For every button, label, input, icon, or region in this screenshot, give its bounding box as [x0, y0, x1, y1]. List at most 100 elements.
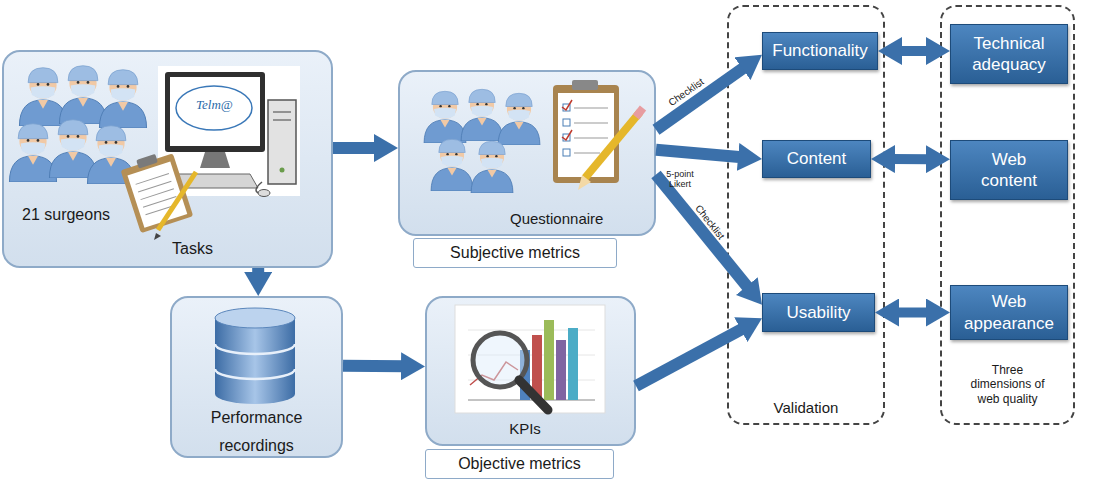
flow-arrow: [656, 66, 746, 129]
chart-bar: [532, 335, 542, 400]
node-text: Functionality: [772, 40, 867, 61]
chart-bar: [568, 328, 578, 400]
questionnaire-clipboard: [553, 80, 643, 190]
checkbox: [563, 119, 570, 126]
image-background: [158, 66, 300, 196]
surgeon-icon: [19, 68, 66, 126]
paper-line: [138, 181, 171, 192]
paper-line: [141, 189, 174, 200]
surgeon-icon: [471, 141, 513, 193]
questionnaire-panel: Questionnaire: [398, 70, 656, 236]
node-text: Questionnaire: [510, 210, 640, 228]
node-text: Technical adequacy: [967, 33, 1051, 76]
cylinder-top: [215, 308, 295, 328]
surgeon-icon: [87, 126, 134, 184]
criterion-box: Content: [762, 140, 871, 178]
surgeon-icon: [431, 139, 473, 191]
double-arrow: [891, 154, 930, 164]
pencil-tip: [154, 233, 161, 240]
pencil-tip: [578, 175, 591, 190]
pencil: [158, 172, 196, 230]
chart-axis: [468, 400, 595, 401]
monitor-bezel: [165, 72, 265, 152]
input-panel: 21 surgeonsTasks: [2, 50, 333, 268]
node-text: Subjective metrics: [450, 243, 580, 262]
clipboard-paper: [558, 93, 614, 177]
chart-bar: [556, 340, 566, 400]
computer-illustration: [158, 66, 300, 197]
power-light: [280, 168, 285, 173]
grid-line: [468, 330, 595, 331]
surgeon-icon: [99, 70, 146, 128]
flow-arrow: [636, 328, 744, 386]
mouse: [258, 190, 270, 197]
chart-line: [470, 362, 518, 385]
tasks-clipboard: [119, 149, 193, 234]
paper-line: [574, 138, 608, 139]
monitor-stand: [200, 152, 230, 168]
clipboard-clip: [572, 80, 598, 90]
metric-tag: Subjective metrics: [413, 238, 617, 268]
cylinder-body: [215, 318, 295, 394]
keyboard: [168, 174, 258, 188]
surgeon-icon: [59, 66, 106, 124]
node-text: 21 surgeons: [22, 205, 142, 224]
database-cylinder: [215, 308, 295, 404]
pencil: [585, 112, 640, 178]
cylinder-bottom: [215, 384, 295, 404]
quality-dimension-box: Web content: [950, 140, 1068, 200]
logo-ring: [176, 86, 252, 130]
grid-line: [468, 380, 595, 381]
tower-slot: [273, 111, 291, 113]
chart-bar: [520, 350, 530, 400]
node-text: Objective metrics: [458, 454, 581, 473]
surgeon-group: [9, 66, 146, 184]
chart-bar: [544, 320, 554, 400]
flow-arrow: [333, 142, 378, 154]
quality-group: Three dimensions of web quality Technical…: [940, 5, 1075, 425]
checkbox: [563, 134, 570, 141]
paper-line: [143, 196, 176, 207]
flow-arrow: [656, 175, 749, 290]
clipboard-paper: [127, 162, 187, 228]
cylinder-band: [215, 369, 295, 379]
monitor-screen: [170, 77, 260, 146]
kpi-chart-illustration: [455, 305, 605, 413]
flow-arrow: [343, 360, 405, 373]
surgeon-icon: [461, 89, 503, 141]
node-text: Content: [787, 148, 847, 169]
double-arrow: [898, 46, 930, 56]
surgeon-icon: [9, 124, 56, 182]
flow-arrow: [656, 150, 742, 158]
node-text: Validation: [729, 399, 883, 417]
paper-line: [574, 123, 608, 124]
flow-arrow: [252, 268, 264, 276]
cylinder-band: [215, 344, 295, 354]
magnifier-lens: [473, 333, 527, 387]
criterion-box: Functionality: [762, 32, 878, 70]
edge-label: Checklist: [654, 67, 718, 116]
edge-label: 5-point Likert: [659, 170, 701, 190]
quality-dimension-box: Web appearance: [950, 285, 1068, 340]
clipboard-board: [121, 153, 194, 233]
database-panel: Performance recordings: [170, 296, 343, 458]
checkbox: [563, 149, 570, 156]
surgeon-group: [424, 89, 540, 193]
check-mark: [562, 100, 572, 110]
paper-line: [574, 153, 600, 154]
node-text: KPIs: [495, 420, 555, 438]
magnifier-handle: [519, 380, 548, 410]
node-text: Three dimensions of web quality: [965, 363, 1050, 406]
criterion-box: Usability: [762, 293, 875, 332]
node-text: Web appearance: [964, 291, 1054, 334]
computer-tower: [268, 100, 296, 184]
metric-tag: Objective metrics: [425, 449, 614, 479]
kpi-panel: KPIs: [425, 296, 636, 446]
quality-dimension-box: Technical adequacy: [950, 24, 1068, 84]
paper-line: [136, 174, 169, 185]
surgeon-icon: [49, 120, 96, 178]
surgeon-icon: [498, 93, 540, 145]
grid-line: [468, 355, 595, 356]
pencil-eraser: [636, 108, 643, 117]
